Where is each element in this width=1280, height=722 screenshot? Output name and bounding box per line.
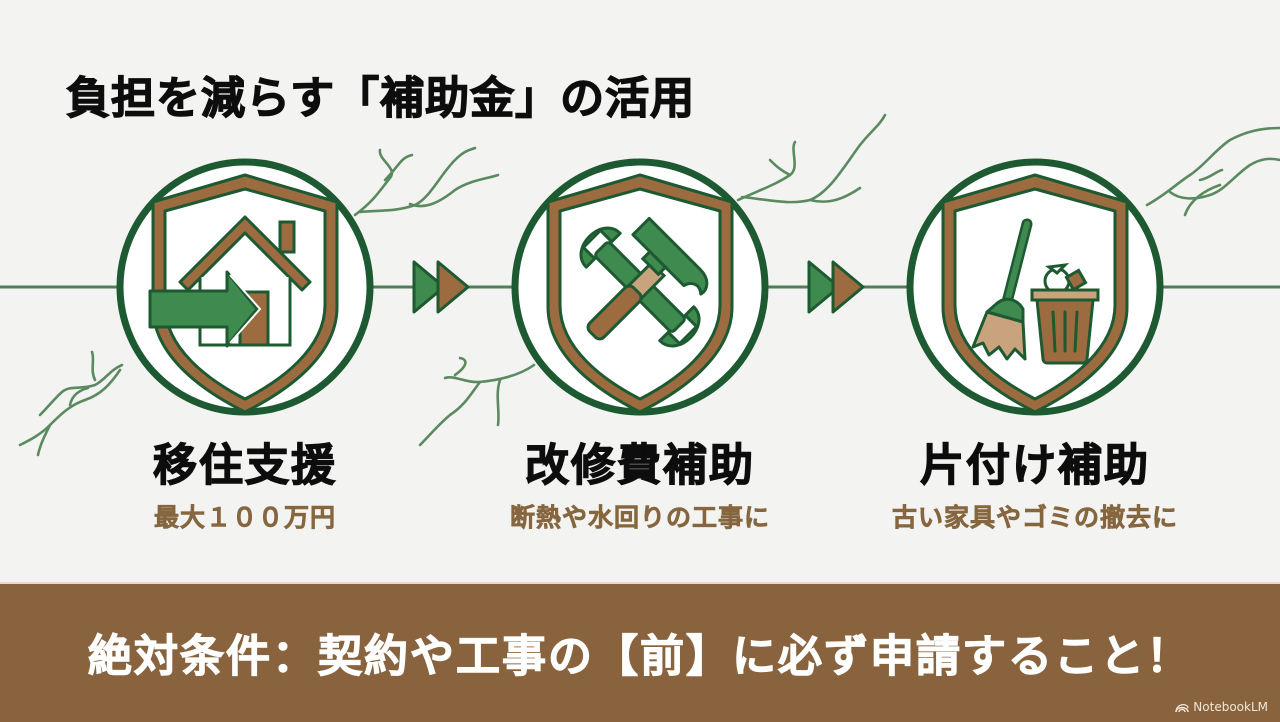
condition-banner: 絶対条件：契約や工事の【前】に必ず申請すること！ NotebookLM — [0, 582, 1280, 722]
step-1-title: 移住支援 — [152, 439, 337, 491]
notebooklm-logo-icon — [1175, 703, 1190, 712]
step-1-subtitle: 最大１００万円 — [153, 503, 336, 533]
step-1-emblem — [116, 158, 374, 416]
step-3-label: 片付け補助 古い家具やゴミの撤去に — [855, 439, 1215, 534]
condition-text: 絶対条件：契約や工事の【前】に必ず申請すること！ — [88, 631, 1192, 683]
step-2-emblem — [511, 158, 769, 416]
step-1-label: 移住支援 最大１００万円 — [65, 439, 425, 534]
step-3-subtitle: 古い家具やゴミの撤去に — [891, 503, 1178, 533]
step-2-subtitle: 断熱や水回りの工事に — [509, 503, 770, 533]
double-arrow-right-icon — [807, 260, 865, 314]
broom-icon — [971, 218, 1033, 361]
trash-can-icon — [1030, 262, 1100, 365]
step-3-title: 片付け補助 — [919, 439, 1150, 491]
page-title: 負担を減らす「補助金」の活用 — [65, 72, 696, 124]
double-arrow-right-icon — [412, 260, 470, 314]
notebooklm-watermark: NotebookLM — [1175, 700, 1268, 714]
step-2-title: 改修費補助 — [524, 439, 755, 491]
step-3-emblem — [906, 158, 1164, 416]
step-2-label: 改修費補助 断熱や水回りの工事に — [460, 439, 820, 534]
hammer-icon — [586, 216, 709, 341]
vine-decoration — [18, 113, 1280, 457]
watermark-text: NotebookLM — [1193, 700, 1268, 714]
house-arrow-icon — [148, 215, 312, 348]
